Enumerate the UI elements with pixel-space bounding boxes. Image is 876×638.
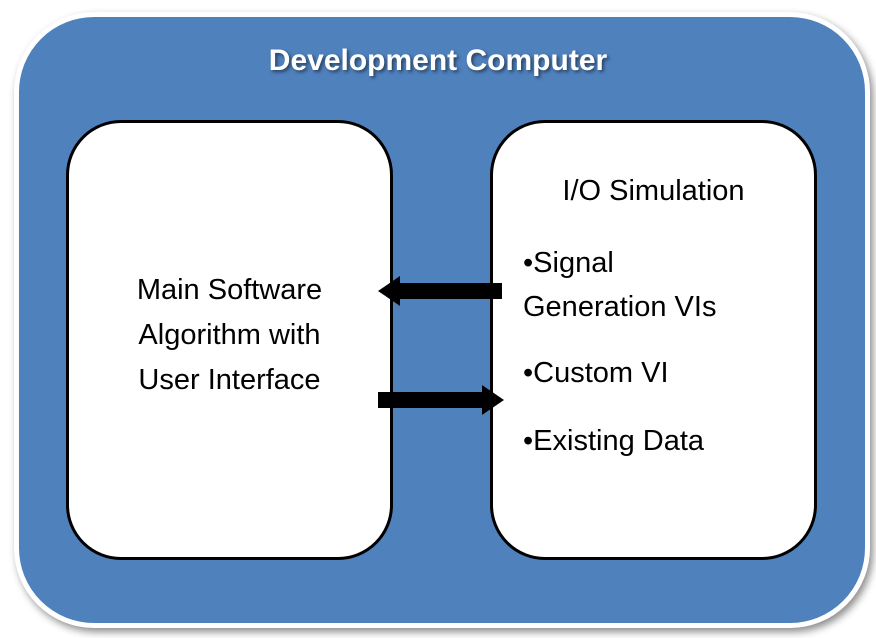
arrow-right-icon: [378, 385, 504, 415]
diagram-title: Development Computer: [268, 44, 608, 77]
main-line: Algorithm with: [138, 318, 321, 351]
main-line: Main Software: [136, 273, 323, 306]
arrow-left-icon: [378, 276, 502, 306]
io-item-custom-vi: •Custom VI: [523, 357, 669, 389]
main-line: User Interface: [138, 363, 321, 396]
io-title: I/O Simulation: [562, 175, 745, 207]
io-item-existing-data: •Existing Data: [523, 425, 705, 457]
